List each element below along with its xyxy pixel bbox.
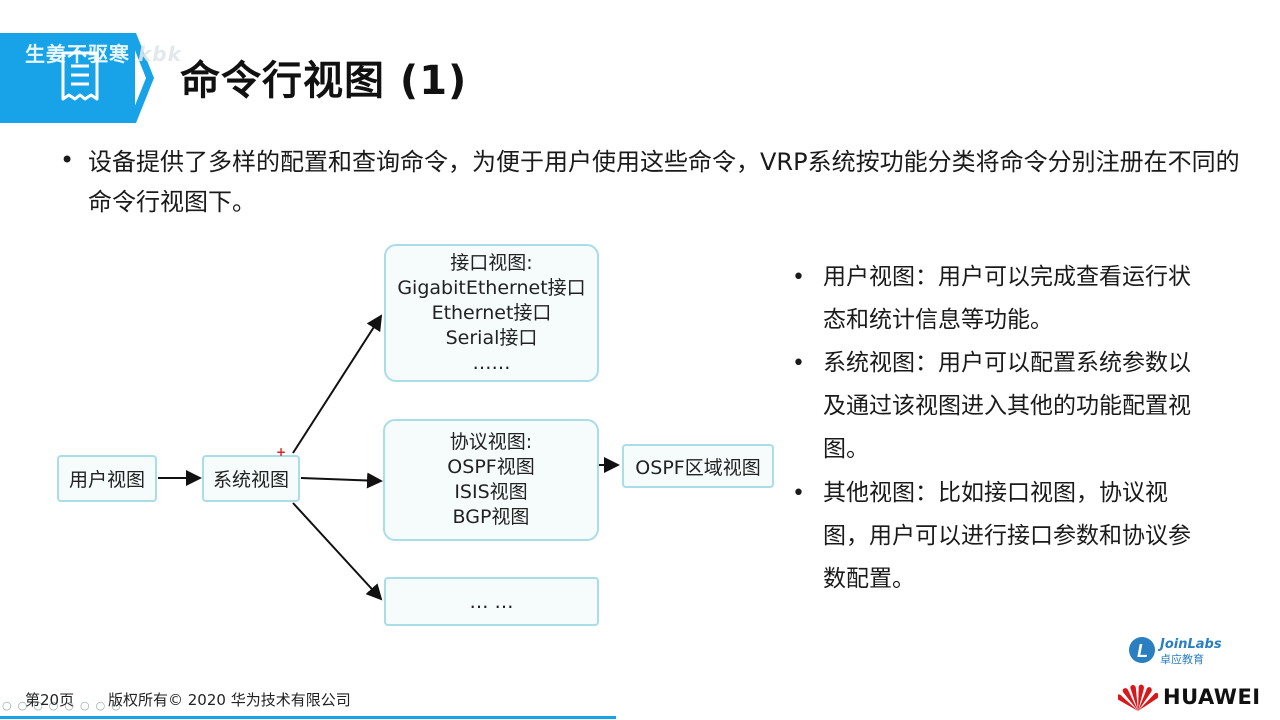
bullet-dot: •	[792, 351, 805, 376]
protocol-view-item: ISIS视图	[454, 481, 528, 503]
title-band	[0, 33, 135, 123]
joinlabs-name: JoinLabs	[1160, 637, 1222, 652]
huawei-logo-icon	[1118, 684, 1158, 711]
page-number: 第20页	[25, 691, 75, 709]
player-controls-ghost: ○○○○○○○○	[2, 699, 127, 712]
system-view-label: 系统视图	[212, 469, 289, 491]
more-views-label: … …	[469, 590, 514, 613]
ospf-area-view-label: OSPF区域视图	[635, 456, 761, 479]
user-view-box: 用户视图	[57, 455, 157, 502]
interface-view-item: Serial接口	[445, 327, 538, 349]
intro-paragraph: 设备提供了多样的配置和查询命令，为便于用户使用这些命令，VRP系统按功能分类将命…	[88, 148, 1240, 216]
cursor-plus-mark: +	[276, 445, 287, 459]
arrow-system-to-more	[292, 502, 383, 601]
bullet-dot: •	[792, 265, 805, 290]
progress-line	[0, 716, 616, 719]
ospf-area-view-box: OSPF区域视图	[622, 444, 774, 488]
joinlabs-subtitle: 卓应教育	[1160, 653, 1204, 666]
copyright-text: 版权所有© 2020 华为技术有限公司	[108, 691, 351, 709]
arrow-system-to-interface	[292, 314, 383, 454]
user-view-label: 用户视图	[68, 469, 145, 491]
joinlabs-logo-icon: L	[1129, 637, 1155, 663]
watermark-text: 生姜不驱寒	[25, 42, 130, 66]
interface-view-item: GigabitEthernet接口	[397, 277, 586, 299]
watermark: 生姜不驱寒 kbk	[25, 38, 182, 67]
protocol-view-box: 协议视图: OSPF视图 ISIS视图 BGP视图	[383, 419, 599, 541]
bullet-system-view: 系统视图：用户可以配置系统参数以及通过该视图进入其他的功能配置视图。	[823, 350, 1191, 462]
bullet-user-view: 用户视图：用户可以完成查看运行状态和统计信息等功能。	[823, 264, 1191, 333]
bullet-other-views: 其他视图：比如接口视图，协议视图，用户可以进行接口参数和协议参数配置。	[823, 480, 1191, 592]
protocol-view-item: BGP视图	[452, 506, 530, 528]
page-title: 命令行视图 (1)	[180, 58, 468, 104]
interface-view-ellipsis: ……	[472, 352, 511, 374]
system-view-box: 系统视图	[202, 455, 300, 502]
interface-view-box: 接口视图: GigabitEthernet接口 Ethernet接口 Seria…	[384, 244, 599, 382]
protocol-view-item: OSPF视图	[447, 456, 535, 478]
document-icon	[61, 51, 99, 101]
chevron-decoration	[128, 33, 154, 123]
svg-text:L: L	[1137, 641, 1148, 661]
interface-view-title: 接口视图:	[450, 252, 533, 274]
interface-view-item: Ethernet接口	[431, 302, 552, 324]
bullet-dot: •	[60, 146, 75, 174]
watermark-extra: kbk	[138, 42, 182, 66]
protocol-view-title: 协议视图:	[449, 431, 533, 453]
more-views-box: … …	[384, 577, 599, 626]
arrow-system-to-protocol	[300, 472, 383, 489]
bullet-dot: •	[792, 481, 805, 506]
huawei-wordmark: HUAWEI	[1163, 685, 1261, 709]
